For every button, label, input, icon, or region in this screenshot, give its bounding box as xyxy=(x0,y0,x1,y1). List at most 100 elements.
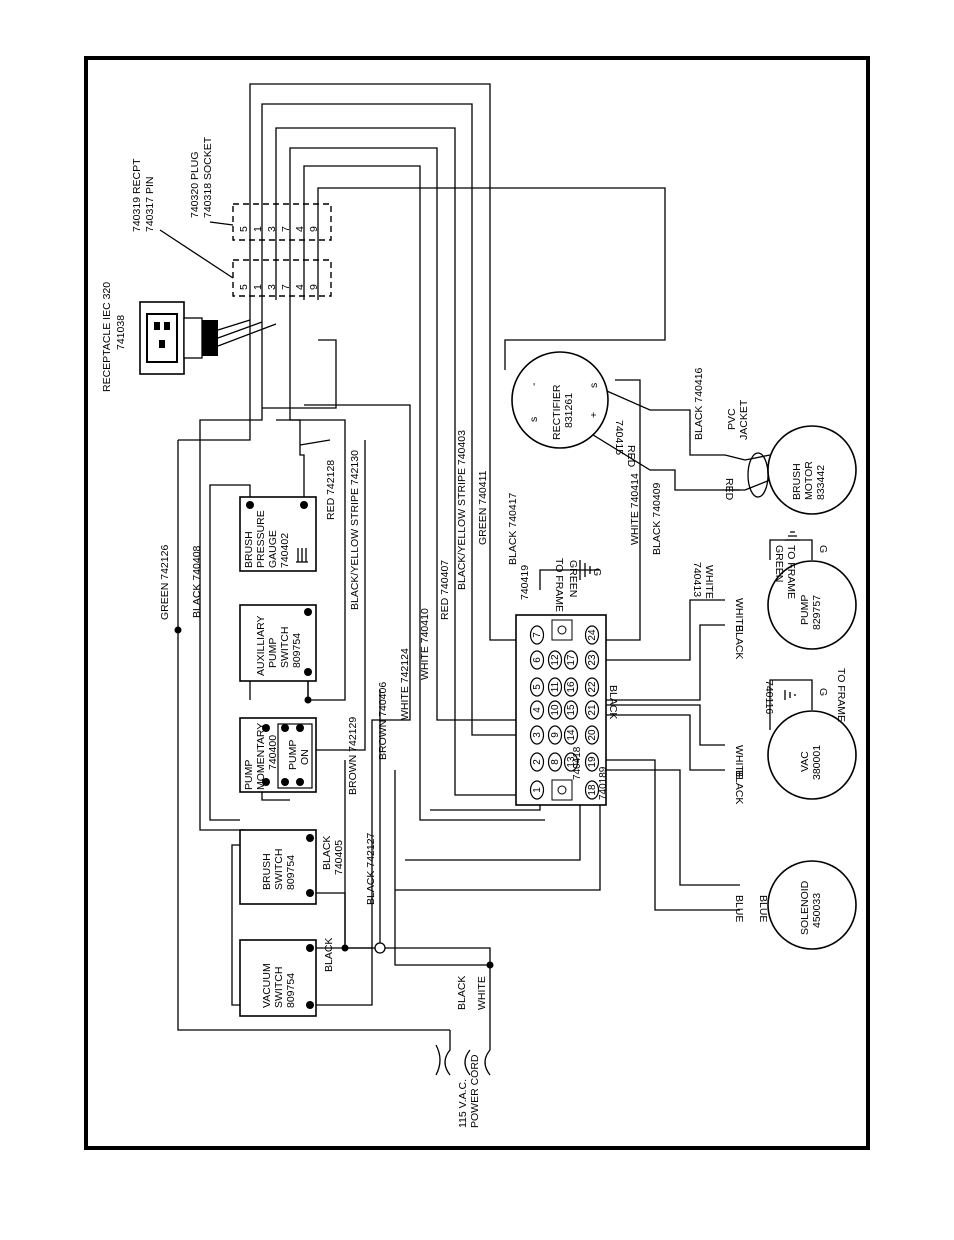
terminal-14: 14 xyxy=(563,725,579,745)
svg-text:TO FRAME: TO FRAME xyxy=(553,558,565,612)
svg-text:23: 23 xyxy=(587,654,598,666)
svg-text:BLACK: BLACK xyxy=(456,976,468,1010)
svg-text:833442: 833442 xyxy=(815,465,827,500)
svg-text:SWITCH: SWITCH xyxy=(273,849,285,890)
brush-switch: BRUSH SWITCH 809754 xyxy=(239,829,317,905)
svg-text:BLACK: BLACK xyxy=(733,625,745,659)
terminal-23: 23 xyxy=(584,650,600,670)
svg-text:740400: 740400 xyxy=(267,735,279,770)
svg-text:G: G xyxy=(817,545,829,553)
svg-text:BROWN 740406: BROWN 740406 xyxy=(377,682,389,760)
svg-text:WHITE: WHITE xyxy=(476,976,488,1010)
svg-text:PUMP: PUMP xyxy=(267,638,279,668)
svg-text:BLACK: BLACK xyxy=(321,836,333,870)
socket-label: 740318 SOCKET xyxy=(202,136,214,218)
svg-text:GREEN 740411: GREEN 740411 xyxy=(477,470,489,545)
svg-text:5: 5 xyxy=(238,226,250,232)
receptacle-pn: 741038 xyxy=(115,315,127,350)
plug-label: 740320 PLUG xyxy=(189,151,201,218)
svg-text:WHITE 742124: WHITE 742124 xyxy=(399,648,411,720)
power-cord-voltage: 115 V.A.C. xyxy=(457,1079,469,1128)
svg-text:740405: 740405 xyxy=(333,840,345,875)
svg-text:21: 21 xyxy=(587,704,598,716)
svg-text:1: 1 xyxy=(252,284,264,290)
jumper-pn: 740418 xyxy=(572,746,583,780)
svg-text:5: 5 xyxy=(532,684,543,690)
terminal-16: 16 xyxy=(563,677,579,697)
svg-text:809754: 809754 xyxy=(291,633,303,668)
wires xyxy=(177,83,771,1076)
svg-text:450033: 450033 xyxy=(811,893,823,928)
svg-text:11: 11 xyxy=(550,681,561,692)
auxiliary-pump-switch: AUXILLIARY PUMP SWITCH 809754 xyxy=(239,604,317,682)
terminal-18: 18 xyxy=(584,780,600,800)
svg-text:WHITE: WHITE xyxy=(733,745,745,779)
connector-recept-pin: 5 1 3 7 4 9 740319 RECPT 740317 PIN xyxy=(131,158,332,297)
rectifier: RECTIFIER 831261 - s s + xyxy=(511,351,609,449)
terminal-2: 2 xyxy=(529,752,545,772)
terminal-9: 9 xyxy=(547,725,563,745)
svg-text:9: 9 xyxy=(550,732,561,738)
svg-text:BLUE: BLUE xyxy=(757,895,769,922)
svg-text:+: + xyxy=(588,412,600,418)
brush-pressure-gauge: BRUSH PRESSURE GAUGE 740402 xyxy=(239,496,317,572)
svg-text:22: 22 xyxy=(587,681,598,693)
terminal-20: 20 xyxy=(584,725,600,745)
pump-momentary-switch: PUMP MOMENTARY 740400 PUMP ON xyxy=(239,717,317,793)
svg-text:AUXILLIARY: AUXILLIARY xyxy=(255,615,267,676)
svg-text:-: - xyxy=(528,382,540,386)
svg-text:TO FRAME: TO FRAME xyxy=(785,545,797,599)
svg-text:9: 9 xyxy=(308,226,320,232)
recpt-label: 740319 RECPT xyxy=(131,158,143,232)
svg-text:BLACK: BLACK xyxy=(323,938,335,972)
svg-text:3: 3 xyxy=(266,226,278,232)
svg-text:BLACK 742127: BLACK 742127 xyxy=(365,832,377,905)
diagram-frame xyxy=(84,56,870,1150)
svg-text:ON: ON xyxy=(299,749,311,765)
svg-text:RED: RED xyxy=(723,478,735,501)
svg-text:BLACK 740409: BLACK 740409 xyxy=(651,482,663,555)
svg-text:3: 3 xyxy=(532,732,543,738)
svg-text:BLACK 740408: BLACK 740408 xyxy=(191,545,203,618)
svg-text:2: 2 xyxy=(532,759,543,765)
svg-text:GREEN: GREEN xyxy=(773,545,785,582)
svg-text:740116: 740116 xyxy=(763,680,775,714)
svg-text:740413: 740413 xyxy=(691,562,703,597)
svg-text:829757: 829757 xyxy=(811,595,823,630)
svg-text:WHITE: WHITE xyxy=(733,598,745,632)
svg-text:BRUSH: BRUSH xyxy=(261,853,273,890)
svg-text:BRUSH: BRUSH xyxy=(243,531,255,568)
terminal-4: 4 xyxy=(529,700,545,720)
wire-labels: GREEN 742126 BLACK 740408 BLACK 742127 B… xyxy=(159,367,769,1128)
svg-text:GREEN: GREEN xyxy=(567,560,579,597)
terminal-8: 8 xyxy=(547,752,563,772)
connector-plug-socket: 5 1 3 7 4 9 740320 PLUG 740318 SOCKET xyxy=(189,136,332,241)
receptacle-socket xyxy=(146,313,178,363)
svg-text:7: 7 xyxy=(280,284,292,290)
svg-text:7: 7 xyxy=(532,632,543,638)
svg-text:VACUUM: VACUUM xyxy=(261,963,273,1008)
svg-text:s: s xyxy=(588,383,600,388)
svg-text:GREEN 742126: GREEN 742126 xyxy=(159,545,171,620)
svg-text:831261: 831261 xyxy=(563,393,575,428)
svg-text:PRESSURE: PRESSURE xyxy=(255,510,267,568)
terminal-13: 13 xyxy=(563,752,579,772)
brush-motor: BRUSH MOTOR 833442 xyxy=(747,425,857,515)
svg-text:BLACK 740417: BLACK 740417 xyxy=(507,492,519,565)
svg-text:1: 1 xyxy=(252,226,264,232)
terminal-6: 6 xyxy=(529,650,545,670)
svg-text:380001: 380001 xyxy=(811,745,823,780)
svg-text:PVC: PVC xyxy=(726,408,738,430)
terminal-24: 24 xyxy=(584,625,600,645)
svg-text:BLUE: BLUE xyxy=(733,895,745,922)
plug-housing xyxy=(232,203,332,241)
terminal-15: 15 xyxy=(563,700,579,720)
pump-motor: PUMP 829757 GREEN TO FRAME G xyxy=(767,531,857,650)
svg-text:740419: 740419 xyxy=(519,565,531,600)
svg-text:G: G xyxy=(817,688,829,696)
svg-text:TO FRAME: TO FRAME xyxy=(835,668,847,722)
svg-text:16: 16 xyxy=(566,681,577,693)
svg-text:WHITE 740410: WHITE 740410 xyxy=(419,608,431,680)
terminal-3: 3 xyxy=(529,725,545,745)
